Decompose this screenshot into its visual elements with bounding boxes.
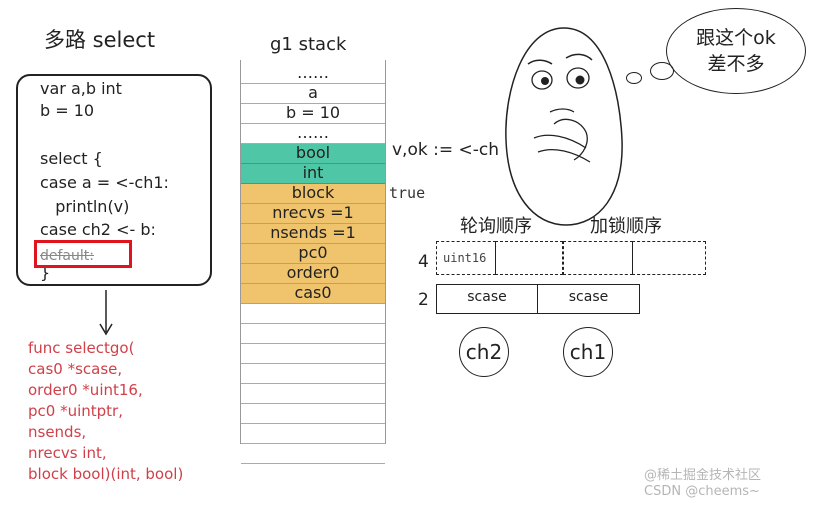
scase-cell: scase [436,284,538,314]
stack-slot: a [241,84,385,104]
stack-slot-empty [241,304,385,324]
code-line: case ch2 <- b: [40,220,156,239]
vok-annotation: v,ok := <-ch [392,140,499,160]
stack-slot: b = 10 [241,104,385,124]
thought-bubble: 跟这个ok 差不多 [666,8,806,94]
down-arrow-icon [99,290,113,336]
stack-slot-empty [241,444,385,464]
stack-slot-empty [241,404,385,424]
lock-order-label: 加锁顺序 [590,216,662,237]
stack-slot-empty [241,384,385,404]
default-highlight [34,240,132,268]
scase-cell: scase [537,284,640,314]
row2-index: 2 [418,290,429,310]
scase-label: scase [467,289,507,305]
channel-label: ch2 [465,340,503,364]
code-box: var a,b int b = 10 select { case a = <-c… [16,74,212,286]
channel-label: ch1 [569,340,607,364]
func-line: func selectgo( [28,339,135,357]
stack-slot: cas0 [241,284,385,304]
code-line: b = 10 [40,101,95,120]
stack-slot: nsends =1 [241,224,385,244]
func-signature: func selectgo( cas0 *scase, order0 *uint… [28,338,183,485]
order-cell [495,241,563,275]
func-line: block bool)(int, bool) [28,465,184,483]
lock-cell [632,241,706,275]
stack-slot: block [241,184,385,204]
true-annotation: true [389,184,426,202]
channel-ch1: ch1 [563,327,613,377]
channel-ch2: ch2 [459,327,509,377]
func-line: cas0 *scase, [28,360,123,378]
scase-label: scase [568,289,609,305]
stack-title: g1 stack [270,34,347,55]
order-cell: uint16 [436,241,496,275]
stack-slot: order0 [241,264,385,284]
code-line: var a,b int [40,79,122,98]
poll-order-label: 轮询顺序 [460,216,532,237]
stack-slot: …… [241,124,385,144]
code-line: select { [40,149,103,168]
row4-index: 4 [418,252,429,272]
code-line: } [40,263,51,282]
thought-dot-small [626,72,642,84]
stack-slot-empty [241,324,385,344]
stack-slot-empty [241,424,385,444]
egg-character-icon [505,27,623,226]
code-line: case a = <-ch1: [40,173,169,192]
watermark: @稀土掘金技术社区 CSDN @cheems~ [644,468,762,499]
uint16-label: uint16 [443,251,487,265]
func-line: order0 *uint16, [28,381,143,399]
func-line: nrecvs int, [28,444,107,462]
stack-slot: pc0 [241,244,385,264]
func-line: pc0 *uintptr, [28,402,123,420]
lock-cell [563,241,633,275]
stack-slot-empty [241,344,385,364]
code-line: println(v) [40,197,130,216]
stack-slot: …… [241,64,385,84]
stack-slot: nrecvs =1 [241,204,385,224]
code-line-default: default: [40,248,94,264]
func-line: nsends, [28,423,87,441]
stack-slot: int [241,164,385,184]
page-title: 多路 select [44,28,156,52]
stack-slot-empty [241,364,385,384]
stack-slot: bool [241,144,385,164]
